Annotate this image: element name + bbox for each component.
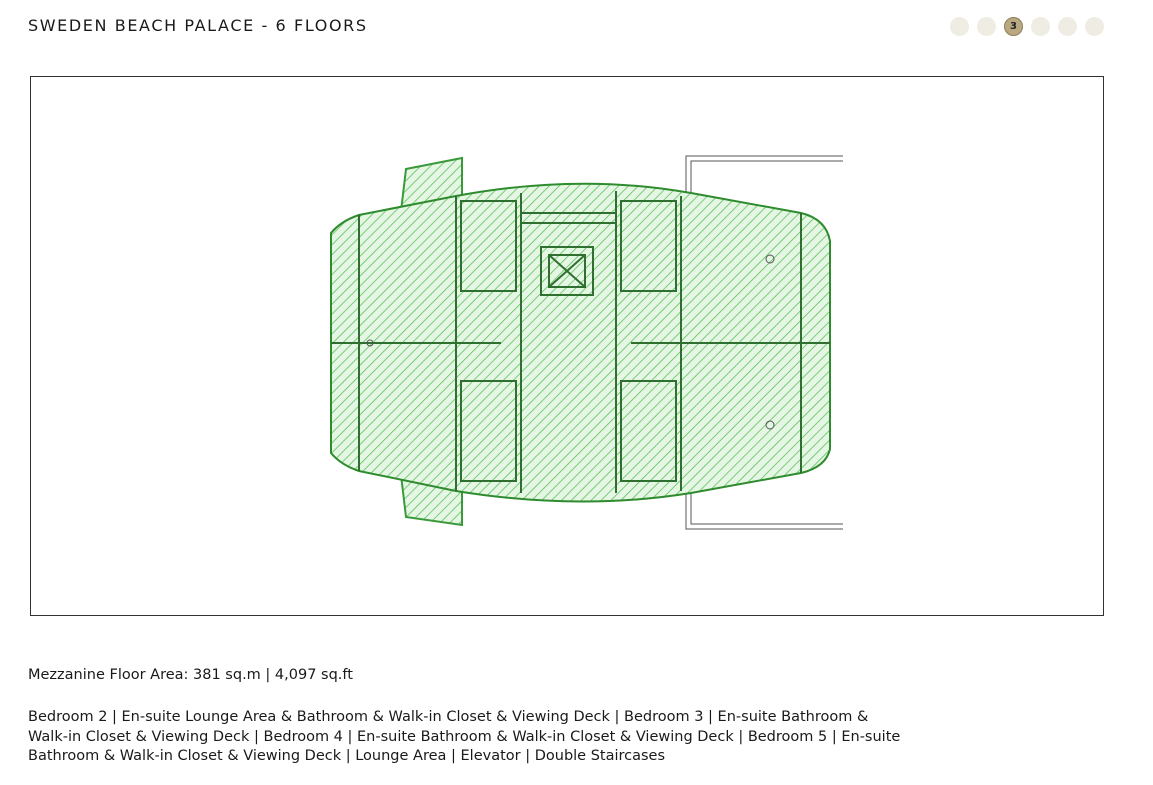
page-dot-5[interactable] <box>1058 17 1077 36</box>
pagination: 3 <box>950 17 1104 36</box>
page-dot-3-active[interactable]: 3 <box>1004 17 1023 36</box>
interior-walls <box>331 191 830 493</box>
floor-plan-image <box>330 155 843 530</box>
floor-description: Bedroom 2 | En-suite Lounge Area & Bathr… <box>28 709 901 764</box>
page-dot-6[interactable] <box>1085 17 1104 36</box>
page-title: SWEDEN BEACH PALACE - 6 FLOORS <box>28 16 368 35</box>
floor-plan-frame <box>30 76 1104 616</box>
floor-area-text: Mezzanine Floor Area: 381 sq.m | 4,097 s… <box>28 667 353 683</box>
page-dot-4[interactable] <box>1031 17 1050 36</box>
page-dot-1[interactable] <box>950 17 969 36</box>
fixtures <box>366 254 775 430</box>
page-dot-2[interactable] <box>977 17 996 36</box>
